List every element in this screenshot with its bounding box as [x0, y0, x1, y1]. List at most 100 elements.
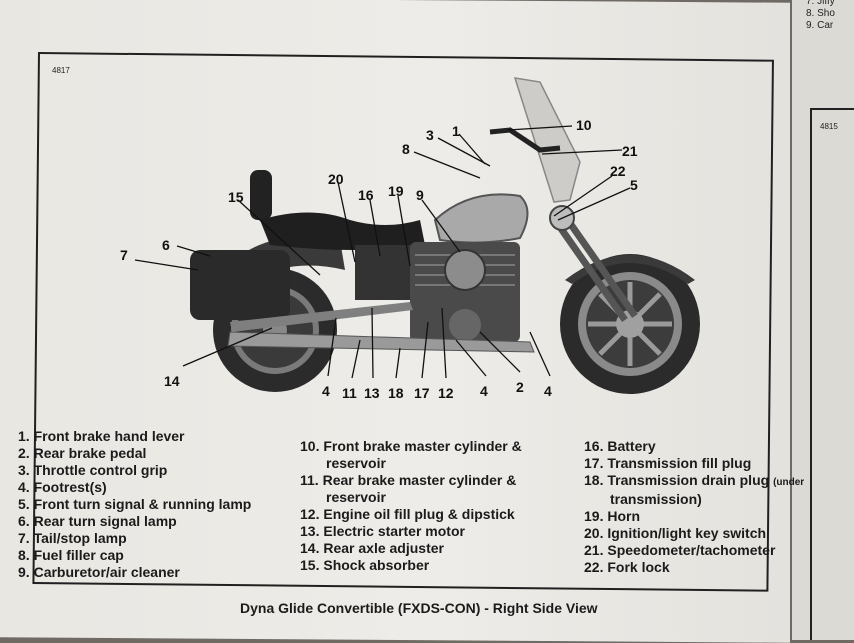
- legend-label: Ignition/light key switch: [607, 525, 767, 541]
- legend-number: 11.: [300, 472, 319, 488]
- adjacent-figure-number: 4815: [820, 122, 838, 131]
- adjacent-page: 7. Jiffy 8. Sho 9. Car 4815: [792, 0, 854, 640]
- legend-item: 1. Front brake hand lever: [18, 428, 251, 445]
- legend-label: Electric starter motor: [323, 523, 465, 539]
- legend-number: 10.: [300, 438, 320, 454]
- legend-number: 22.: [584, 559, 604, 575]
- legend-label: Front brake master cylinder &: [323, 438, 522, 454]
- legend-item: 16. Battery: [584, 438, 804, 455]
- callout-18: 18: [388, 385, 404, 401]
- callout-22: 22: [610, 163, 626, 179]
- legend-number: 18.: [584, 472, 604, 488]
- legend-number: 8.: [18, 547, 30, 563]
- adjacent-page-list: 7. Jiffy 8. Sho 9. Car: [806, 0, 835, 32]
- exhaust-pipe-upper: [230, 302, 413, 332]
- leader-lines: [134, 125, 631, 379]
- legend-label: Fork lock: [607, 559, 670, 575]
- legend-item: 11. Rear brake master cylinder &: [300, 472, 522, 489]
- legend-number: 6.: [18, 513, 30, 529]
- legend-number: 9.: [18, 564, 30, 580]
- seat: [260, 212, 425, 250]
- callout-16: 16: [358, 187, 374, 203]
- callout-15: 15: [228, 189, 244, 205]
- callout-12: 12: [438, 385, 454, 401]
- legend-number: 14.: [300, 540, 320, 556]
- legend-label: Speedometer/tachometer: [607, 542, 776, 558]
- callout-9: 9: [416, 187, 424, 203]
- legend-item: 13. Electric starter motor: [300, 523, 522, 540]
- legend-item: 17. Transmission fill plug: [584, 455, 804, 472]
- legend-number: 15.: [300, 557, 320, 573]
- legend-item: 8. Fuel filler cap: [18, 547, 251, 564]
- legend-label: Transmission fill plug: [607, 455, 752, 471]
- legend-number: 19.: [584, 508, 604, 524]
- callout-6: 6: [162, 237, 170, 253]
- legend-item: 10. Front brake master cylinder &: [300, 438, 522, 455]
- callout-11: 11: [342, 385, 357, 401]
- legend-item: 6. Rear turn signal lamp: [18, 513, 251, 530]
- legend-item: 2. Rear brake pedal: [18, 445, 251, 462]
- legend-item: 18. Transmission drain plug (under: [584, 472, 804, 491]
- windshield: [513, 77, 581, 203]
- legend-label: Engine oil fill plug & dipstick: [323, 506, 515, 522]
- adjacent-item: 8. Sho: [806, 8, 835, 19]
- legend-number: 3.: [18, 462, 30, 478]
- legend-number: 2.: [18, 445, 30, 461]
- callout-1: 1: [452, 123, 460, 139]
- legend-label: Carburetor/air cleaner: [33, 564, 180, 580]
- adjacent-item: 9. Car: [806, 20, 834, 31]
- legend-number: 16.: [584, 438, 604, 454]
- legend-number: 1.: [18, 428, 30, 444]
- legend-label: Transmission drain plug: [607, 472, 770, 488]
- legend-label: Throttle control grip: [33, 462, 168, 478]
- legend-item: 22. Fork lock: [584, 559, 804, 576]
- front-fork: [552, 213, 638, 323]
- legend-number: 21.: [584, 542, 604, 558]
- callout-19: 19: [388, 183, 404, 199]
- legend-item: 12. Engine oil fill plug & dipstick: [300, 506, 522, 523]
- front-wheel: [560, 254, 700, 394]
- legend-item: 14. Rear axle adjuster: [300, 540, 522, 557]
- legend-number: 17.: [584, 455, 604, 471]
- legend-label: Shock absorber: [323, 557, 430, 573]
- legend-item: 21. Speedometer/tachometer: [584, 542, 804, 559]
- legend-column-3: 16. Battery 17. Transmission fill plug 1…: [584, 438, 804, 576]
- legend-label: Rear turn signal lamp: [33, 513, 177, 529]
- legend-label: Footrest(s): [33, 479, 107, 495]
- callout-8: 8: [402, 141, 410, 157]
- callout-21: 21: [622, 143, 638, 159]
- adjacent-figure-frame: [810, 108, 854, 640]
- fuel-tank: [433, 193, 529, 244]
- legend-label: Battery: [607, 438, 656, 454]
- legend-column-1: 1. Front brake hand lever 2. Rear brake …: [18, 428, 251, 581]
- handlebar: [489, 127, 561, 153]
- legend-item: 9. Carburetor/air cleaner: [18, 564, 251, 581]
- callout-10: 10: [576, 117, 592, 133]
- callout-4-third: 4: [544, 383, 552, 399]
- legend-item: 4. Footrest(s): [18, 479, 251, 496]
- legend-label-continued: reservoir: [326, 455, 386, 471]
- side-cover: [355, 245, 415, 300]
- legend-column-2: 10. Front brake master cylinder & reserv…: [300, 438, 522, 574]
- engine: [410, 242, 520, 342]
- legend-number: 7.: [18, 530, 30, 546]
- figure-caption: Dyna Glide Convertible (FXDS-CON) - Righ…: [240, 600, 598, 616]
- callout-17: 17: [414, 385, 430, 401]
- legend-number: 13.: [300, 523, 320, 539]
- callout-3: 3: [426, 127, 434, 143]
- legend-number: 20.: [584, 525, 604, 541]
- exhaust-pipe: [227, 331, 535, 353]
- legend-number: 4.: [18, 479, 30, 495]
- legend-label: Front brake hand lever: [33, 428, 185, 444]
- callout-2: 2: [516, 379, 524, 395]
- legend-number: 5.: [18, 496, 30, 512]
- callout-14: 14: [164, 373, 180, 389]
- legend-item: 3. Throttle control grip: [18, 462, 251, 479]
- legend-number: 12.: [300, 506, 320, 522]
- adjacent-item: 7. Jiffy: [806, 0, 835, 7]
- legend-item: 15. Shock absorber: [300, 557, 522, 574]
- legend-note: (under: [773, 477, 805, 488]
- callout-5: 5: [630, 177, 638, 193]
- callout-7: 7: [120, 247, 128, 263]
- callout-4: 4: [322, 383, 330, 399]
